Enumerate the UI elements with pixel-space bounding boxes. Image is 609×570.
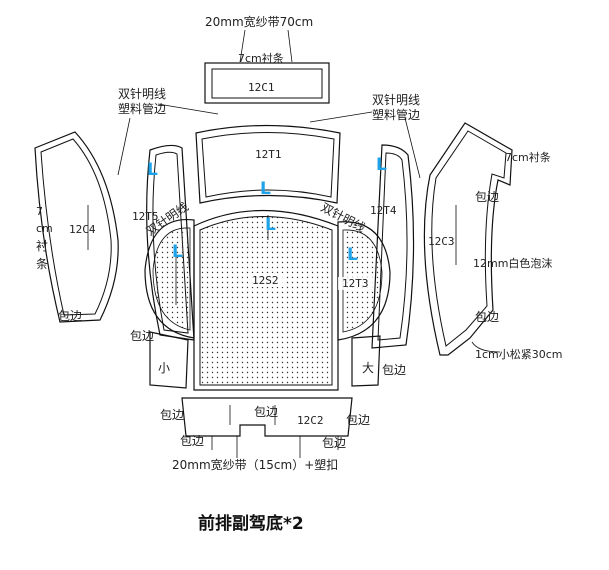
part-12c1: 12C1	[204, 62, 330, 104]
wrap-edge-bottom-left-low: 包边	[180, 434, 204, 448]
double-stitch-right-label: 双针明线	[372, 92, 420, 107]
right-annotation-leaders	[309, 111, 421, 179]
lining-7cm-left-1: 7	[36, 205, 43, 218]
wrap-edge-right-inner: 包边	[382, 363, 406, 377]
part-12t4: 12T4	[370, 144, 415, 349]
diagram-title: 前排副驾底*2	[198, 513, 304, 534]
bottom-strap-leaders	[211, 436, 339, 458]
marker-l-right-bolster: L	[347, 245, 358, 265]
part-12t4-label: 12T4	[370, 204, 397, 217]
part-12t3: 12T3	[337, 221, 391, 341]
wrap-edge-bottom-left: 包边	[160, 408, 184, 422]
small-label: 小	[158, 361, 170, 375]
left-bolster-piece	[144, 219, 195, 339]
part-12c1-label: 12C1	[248, 81, 275, 94]
marker-l-right-top: L	[376, 155, 387, 175]
marker-l-left-top: L	[147, 160, 158, 180]
wrap-edge-right-outer-top: 包边	[475, 190, 499, 204]
part-12s2: 12S2	[193, 209, 339, 391]
top-strap-label: 20mm宽纱带70cm	[205, 14, 313, 29]
part-12c2-label: 12C2	[297, 414, 324, 427]
part-12t5-label: 12T5	[132, 210, 159, 223]
part-12c4: 12C4	[34, 131, 119, 323]
bottom-strap-label: 20mm宽纱带（15cm）+塑扣	[172, 457, 338, 472]
part-12t1-label: 12T1	[255, 148, 282, 161]
part-12c2: 12C2	[181, 397, 353, 437]
marker-l-center-top: L	[260, 179, 271, 199]
marker-l-center: L	[265, 215, 276, 235]
part-12t1: 12T1	[195, 124, 341, 204]
top-strap-leaders	[239, 29, 293, 63]
wrap-edge-bottom-center: 包边	[254, 405, 278, 419]
lining-7cm-top-label: 7cm衬条	[238, 51, 284, 65]
part-12c3: 12C3	[423, 122, 513, 356]
double-stitch-left-label: 双针明线	[118, 86, 166, 101]
wrap-edge-left-inner: 包边	[130, 329, 154, 343]
left-annotation-leaders	[117, 103, 219, 176]
plastic-edge-left-label: 塑料管边	[118, 101, 166, 116]
part-12c3-label: 12C3	[428, 235, 455, 248]
wrap-edge-left-outer: 包边	[58, 309, 82, 323]
loose-elastic-label: 1cm小松紧30cm	[475, 347, 563, 361]
lining-7cm-left-2: cm	[36, 222, 53, 235]
white-foam-label: 12mm白色泡沫	[473, 256, 552, 270]
part-12t3-label: 12T3	[342, 277, 369, 290]
marker-l-left-bolster: L	[172, 242, 183, 262]
large-label: 大	[362, 361, 374, 375]
plastic-edge-right-label: 塑料管边	[372, 107, 420, 122]
part-12t5: 12T5	[132, 144, 195, 341]
lining-7cm-left-3: 衬	[36, 239, 48, 253]
wrap-edge-bottom-right-low: 包边	[322, 436, 346, 450]
left-small-tab	[149, 331, 189, 389]
wrap-edge-bottom-right: 包边	[346, 413, 370, 427]
part-12s2-label: 12S2	[252, 274, 279, 287]
lining-7cm-left-4: 条	[36, 257, 48, 271]
elastic-leader	[471, 341, 501, 353]
right-large-tab	[351, 335, 381, 387]
wrap-edge-right-outer-mid: 包边	[475, 310, 499, 324]
lining-7cm-right-label: 7cm衬条	[505, 150, 551, 164]
part-12c4-label: 12C4	[69, 223, 96, 236]
